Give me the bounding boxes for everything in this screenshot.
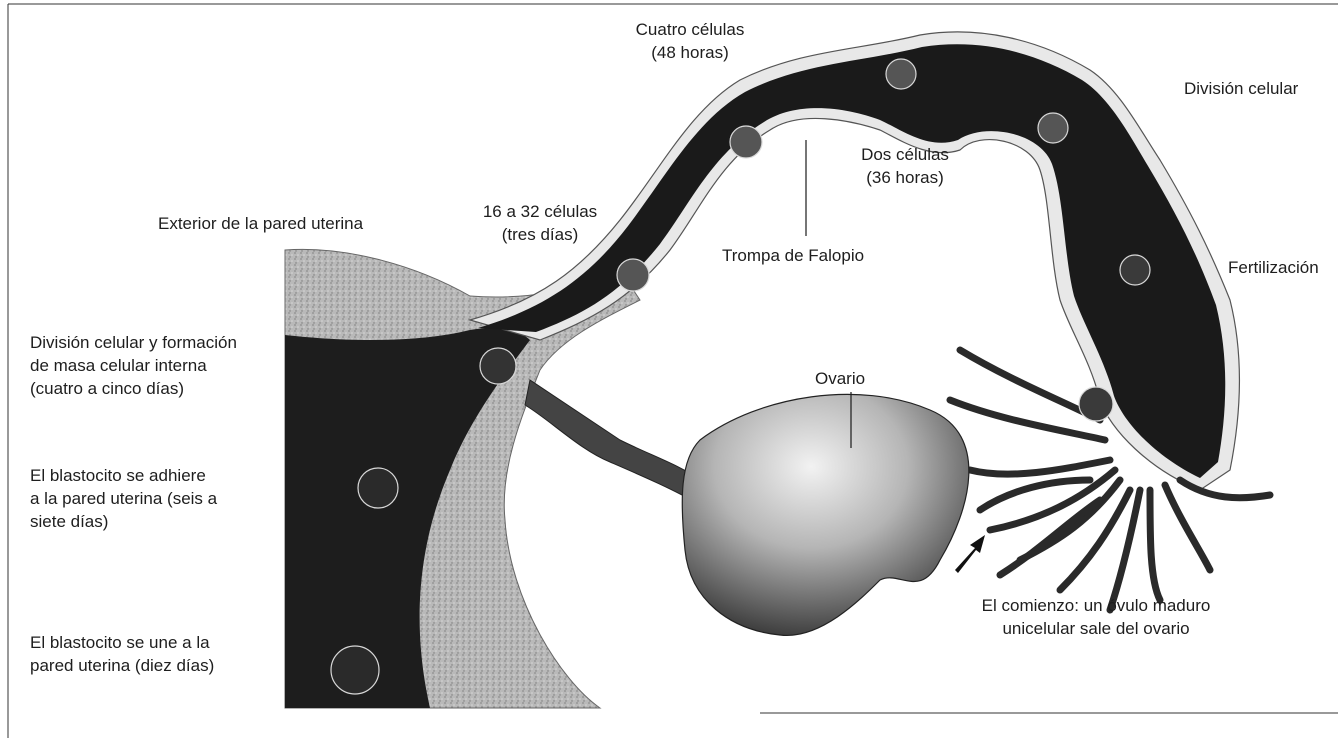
ovum-release-arrow [955,535,985,573]
label-comienzo: El comienzo: un óvulo maduro unicelular … [956,594,1236,640]
label-dos-celulas: Dos células (36 horas) [840,143,970,189]
label-cuatro-celulas-line-1: Cuatro células [620,18,760,41]
label-blastocito-une: El blastocito se une a la pared uterina … [30,631,214,677]
label-dos-celulas-line-2: (36 horas) [840,166,970,189]
label-blastocito-adhiere-line-1: El blastocito se adhiere [30,464,217,487]
label-blastocito-adhiere-line-3: siete días) [30,510,217,533]
label-blastocito-une-line-2: pared uterina (diez días) [30,654,214,677]
label-dos-celulas-line-1: Dos células [840,143,970,166]
label-blastocito-adhiere-line-2: a la pared uterina (seis a [30,487,217,510]
cell-blastocyst-adhering [358,468,398,508]
label-cuatro-celulas-line-2: (48 horas) [620,41,760,64]
label-ovario: Ovario [815,367,865,390]
cell-division [1038,113,1068,143]
ovary [682,394,969,635]
label-division-celular: División celular [1184,77,1298,100]
label-trompa-falopio: Trompa de Falopio [722,244,864,267]
label-comienzo-line-1: El comienzo: un óvulo maduro [956,594,1236,617]
cell-four [730,126,762,158]
ovarian-ligament [525,380,700,505]
label-masa-celular: División celular y formación de masa cel… [30,331,237,400]
cell-ovum [1079,387,1113,421]
label-masa-celular-line-2: de masa celular interna [30,354,237,377]
cell-blastocyst-attached [331,646,379,694]
label-fertilizacion: Fertilización [1228,256,1319,279]
label-comienzo-line-2: unicelular sale del ovario [956,617,1236,640]
cell-fertilization [1120,255,1150,285]
label-16-32-line-1: 16 a 32 células [470,200,610,223]
cell-inner-mass [480,348,516,384]
label-cuatro-celulas: Cuatro células (48 horas) [620,18,760,64]
cell-16-32 [617,259,649,291]
cell-two [886,59,916,89]
label-masa-celular-line-1: División celular y formación [30,331,237,354]
label-exterior-pared: Exterior de la pared uterina [158,212,363,235]
label-masa-celular-line-3: (cuatro a cinco días) [30,377,237,400]
label-blastocito-adhiere: El blastocito se adhiere a la pared uter… [30,464,217,533]
label-blastocito-une-line-1: El blastocito se une a la [30,631,214,654]
label-16-32-line-2: (tres días) [470,223,610,246]
label-16-32-celulas: 16 a 32 células (tres días) [470,200,610,246]
